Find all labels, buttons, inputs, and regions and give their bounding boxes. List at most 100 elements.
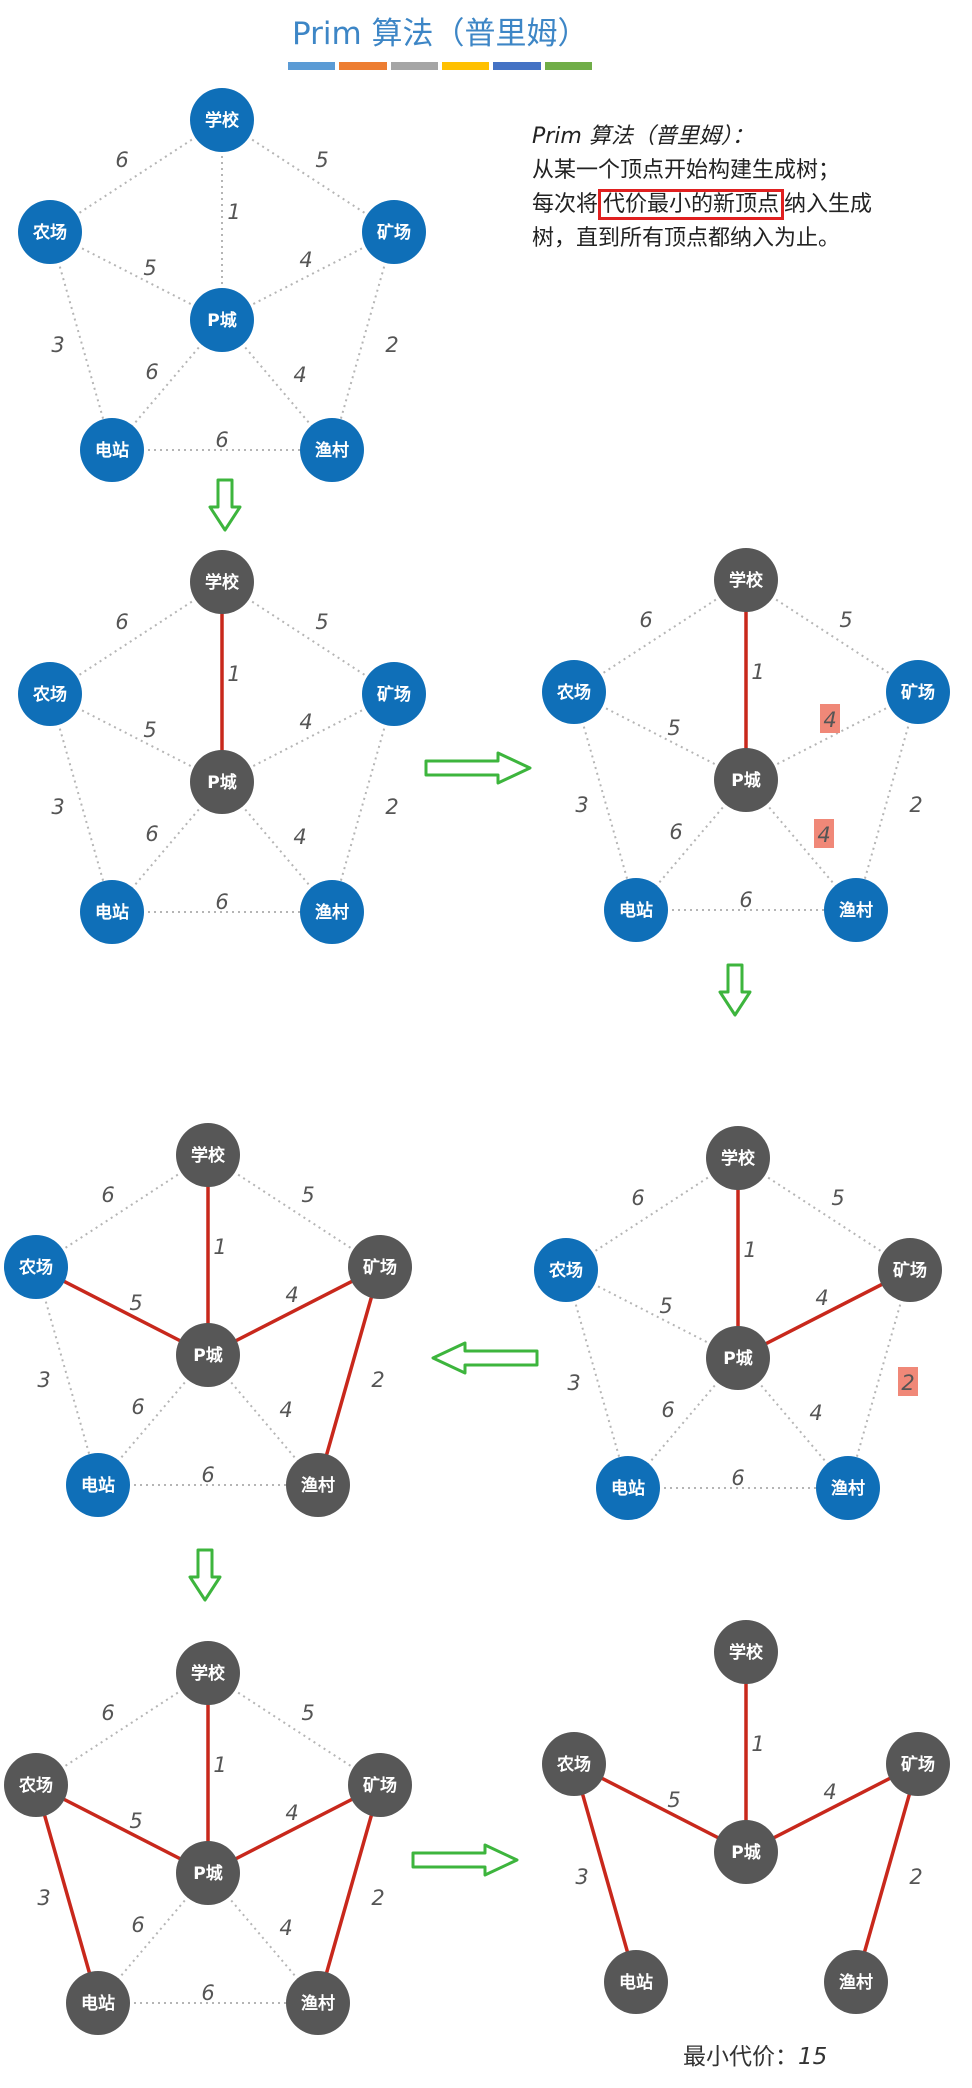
edge-weight-label: 3 xyxy=(37,1368,50,1392)
graph-edge xyxy=(745,691,919,781)
graph-edge xyxy=(221,231,395,321)
edge-weight-label: 5 xyxy=(143,718,156,742)
graph-edge xyxy=(331,231,395,451)
description-line-4: 树，直到所有顶点都纳入为止。 xyxy=(532,226,841,251)
graph-edge xyxy=(35,1154,209,1268)
description-highlight: 代价最小的新顶点 xyxy=(598,189,785,220)
node-pcity xyxy=(176,1841,240,1905)
edge-weight-label: 6 xyxy=(739,888,752,912)
node-fish xyxy=(300,880,364,944)
title-bar-segment xyxy=(390,62,438,70)
node-power xyxy=(66,1453,130,1517)
graph-edge xyxy=(737,1357,849,1489)
graph-edge xyxy=(847,1269,911,1489)
graph-edge xyxy=(49,581,223,695)
graph-edge xyxy=(745,579,919,693)
edge-weight-label: 6 xyxy=(145,360,158,384)
node-power xyxy=(80,418,144,482)
node-label-school: 学校 xyxy=(205,110,240,131)
graph-edge xyxy=(97,1872,209,2004)
node-label-fish: 渔村 xyxy=(315,902,349,923)
edge-weight-label: 4 xyxy=(279,1398,292,1422)
node-label-pcity: P城 xyxy=(731,771,760,791)
graph-edge xyxy=(221,781,333,913)
node-label-school: 学校 xyxy=(721,1148,756,1169)
node-power xyxy=(66,1971,130,2035)
node-pcity xyxy=(190,750,254,814)
graph-edge xyxy=(565,1269,739,1359)
node-fish xyxy=(816,1456,880,1520)
edge-weight-label: 4 xyxy=(285,1801,298,1825)
node-label-pcity: P城 xyxy=(193,1864,222,1884)
node-fish xyxy=(286,1971,350,2035)
graph-edge xyxy=(221,581,395,695)
edge-weight-label: 5 xyxy=(301,1183,314,1207)
node-label-pcity: P城 xyxy=(193,1346,222,1366)
node-fish xyxy=(824,1950,888,2014)
graph-edge xyxy=(49,231,223,321)
tree-edge xyxy=(35,1783,209,1875)
edge-weight-label: 1 xyxy=(227,662,240,686)
node-farm xyxy=(542,660,606,724)
edge-weight-label: 6 xyxy=(215,428,228,452)
title-bar-segment xyxy=(288,62,336,70)
node-school xyxy=(190,550,254,614)
node-school xyxy=(714,1620,778,1684)
node-label-school: 学校 xyxy=(729,570,764,591)
node-school xyxy=(176,1641,240,1705)
edge-weight-label: 5 xyxy=(659,1294,672,1318)
node-label-pcity: P城 xyxy=(731,1843,760,1863)
algorithm-description: Prim 算法（普里姆）： 从某一个顶点开始构建生成树； 每次将代价最小的新顶点… xyxy=(532,120,942,256)
node-farm xyxy=(18,200,82,264)
graph-edge xyxy=(221,693,395,783)
graph-edge xyxy=(207,1872,319,2004)
node-label-mine: 矿场 xyxy=(901,1754,935,1775)
graph-edge xyxy=(221,319,333,451)
edge-weight-label: 1 xyxy=(743,1238,756,1262)
node-mine xyxy=(886,660,950,724)
node-school xyxy=(706,1126,770,1190)
edge-weight-label: 6 xyxy=(731,1466,744,1490)
edge-weight-label: 6 xyxy=(215,890,228,914)
edge-weight-label: 1 xyxy=(213,1753,226,1777)
edge-weight-label: 5 xyxy=(315,610,328,634)
graph-edge xyxy=(49,693,223,783)
node-label-pcity: P城 xyxy=(207,773,236,793)
tree-edge xyxy=(573,1762,747,1854)
node-label-fish: 渔村 xyxy=(839,900,873,921)
node-fish xyxy=(286,1453,350,1517)
node-label-power: 电站 xyxy=(81,1993,115,2014)
node-farm xyxy=(4,1235,68,1299)
node-farm xyxy=(534,1238,598,1302)
description-line-3-end: 纳入生成 xyxy=(784,192,873,217)
graph-edge xyxy=(627,1357,739,1489)
node-label-mine: 矿场 xyxy=(901,682,935,703)
edge-weight-label: 2 xyxy=(385,333,398,357)
edge-weight-label: 4 xyxy=(817,823,830,847)
tree-edge xyxy=(737,1268,911,1360)
min-cost-label: 最小代价： xyxy=(683,2044,798,2070)
edge-weight-label: 4 xyxy=(293,363,306,387)
node-label-farm: 农场 xyxy=(32,222,67,243)
edge-weight-label: 6 xyxy=(201,1981,214,2005)
edge-weight-label: 2 xyxy=(909,793,922,817)
edge-weight-label: 6 xyxy=(145,822,158,846)
edge-weight-label: 5 xyxy=(301,1701,314,1725)
title-bar-segment xyxy=(441,62,490,70)
node-label-power: 电站 xyxy=(619,900,653,921)
node-mine xyxy=(878,1238,942,1302)
step-arrow-down xyxy=(208,478,242,532)
edge-weight-label: 4 xyxy=(279,1916,292,1940)
node-school xyxy=(714,548,778,612)
node-power xyxy=(80,880,144,944)
tree-edge xyxy=(207,1783,381,1875)
description-line-1: Prim 算法（普里姆）： xyxy=(532,124,754,149)
edge-weight-label: 5 xyxy=(129,1291,142,1315)
node-mine xyxy=(362,200,426,264)
edge-weight-label: 4 xyxy=(299,248,312,272)
node-school xyxy=(176,1123,240,1187)
